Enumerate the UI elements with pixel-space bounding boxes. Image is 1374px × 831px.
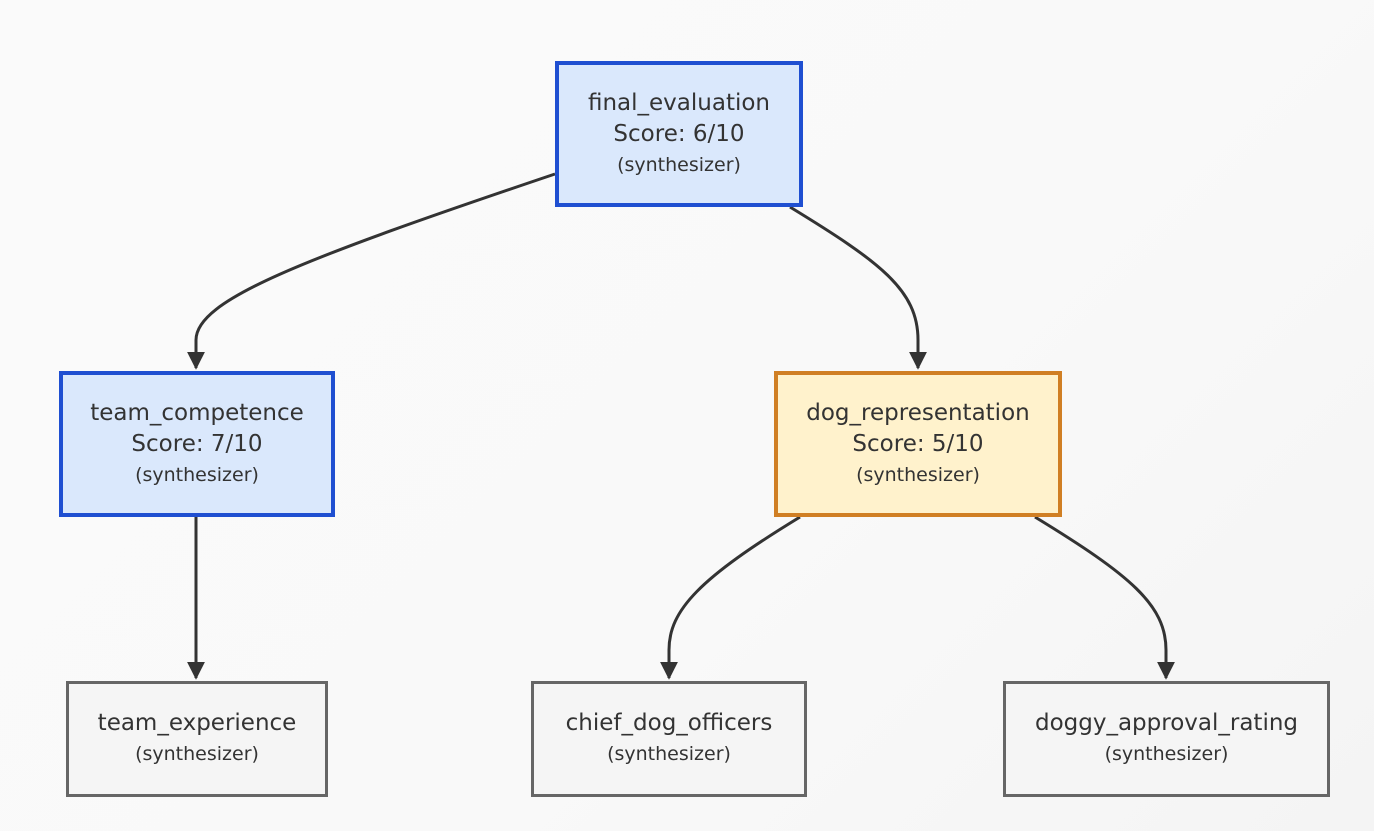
node-kind: (synthesizer) <box>135 743 259 765</box>
node-kind: (synthesizer) <box>856 463 980 486</box>
node-name: team_experience <box>97 710 297 736</box>
node-name: team_competence <box>90 399 304 426</box>
node-team-experience: team_experience (synthesizer) <box>66 681 328 797</box>
node-name: final_evaluation <box>587 89 771 116</box>
node-team-competence: team_competence Score: 7/10 (synthesizer… <box>59 371 335 517</box>
node-score: Score: 7/10 <box>131 430 263 457</box>
node-dog-representation: dog_representation Score: 5/10 (synthesi… <box>774 371 1062 517</box>
node-chief-dog-officers: chief_dog_officers (synthesizer) <box>531 681 807 797</box>
node-name: dog_representation <box>806 399 1030 426</box>
node-doggy-approval-rating: doggy_approval_rating (synthesizer) <box>1003 681 1330 797</box>
node-kind: (synthesizer) <box>617 153 741 176</box>
node-score: Score: 6/10 <box>613 120 745 147</box>
node-name: doggy_approval_rating <box>1034 710 1299 736</box>
edge-dog-representation-to-doggy-approval-rating <box>1034 515 1175 680</box>
node-kind: (synthesizer) <box>1104 743 1229 765</box>
node-final-evaluation: final_evaluation Score: 6/10 (synthesize… <box>555 61 803 207</box>
edge-final-evaluation-to-dog-representation <box>789 205 927 370</box>
node-name: chief_dog_officers <box>565 710 773 736</box>
edge-final-evaluation-to-team-competence <box>187 172 556 370</box>
node-kind: (synthesizer) <box>607 743 731 765</box>
edge-dog-representation-to-chief-dog-officers <box>660 515 801 680</box>
node-kind: (synthesizer) <box>135 463 259 486</box>
node-score: Score: 5/10 <box>852 430 984 457</box>
